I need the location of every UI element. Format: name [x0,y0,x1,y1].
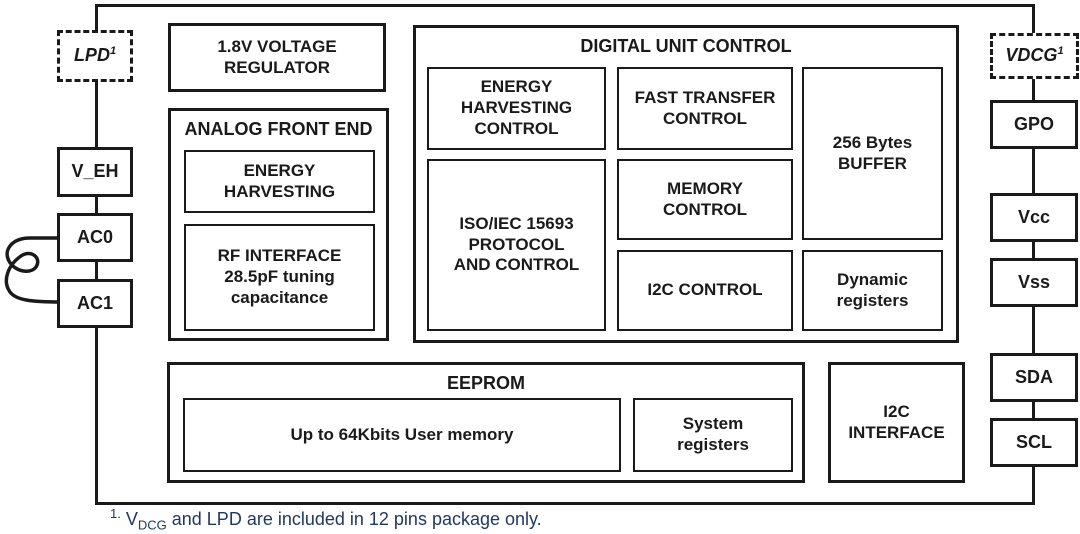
section-eeprom-title: EEPROM [446,373,525,393]
footnote-text: and LPD are included in 12 pins package … [166,509,542,529]
pin-vss-label: Vss [1017,271,1051,292]
block-dynamic-registers-label: Dynamic registers [836,269,909,310]
pin-ac0-label: AC0 [76,226,113,247]
footnote-marker: 1. [110,506,121,521]
pin-vdcg: VDCG1 [990,33,1079,79]
pin-scl-label: SCL [1016,431,1052,452]
pin-v-eh: V_EH [57,147,133,197]
pin-scl: SCL [990,418,1078,467]
block-energy-harvesting-label: ENERGY HARVESTING [223,160,336,201]
block-user-memory: Up to 64Kbits User memory [183,398,621,472]
pin-lpd: LPD1 [57,30,133,82]
pin-gpo: GPO [990,100,1078,149]
footnote-v-sub: DCG [137,517,167,533]
footnote-v-base: V [125,509,138,529]
pin-gpo-label: GPO [1013,113,1054,134]
pin-vcc-label: Vcc [1017,206,1051,227]
section-digital-unit-control-title: DIGITAL UNIT CONTROL [580,36,792,56]
block-memory-control: MEMORY CONTROL [617,159,793,240]
block-rf-interface-label: RF INTERFACE 28.5pF tuning capacitance [217,246,342,307]
block-fast-transfer-control: FAST TRANSFER CONTROL [617,67,793,150]
block-memory-control-label: MEMORY CONTROL [662,178,748,219]
pin-vss: Vss [990,258,1078,307]
block-i2c-interface-label: I2C INTERFACE [848,401,945,442]
pin-lpd-label: LPD1 [73,45,117,66]
block-i2c-control: I2C CONTROL [617,250,793,331]
pin-ac1: AC1 [57,279,133,328]
block-i2c-control-label: I2C CONTROL [647,280,763,300]
block-dynamic-registers: Dynamic registers [802,250,943,331]
pin-vdcg-label: VDCG1 [1005,45,1064,66]
block-user-memory-label: Up to 64Kbits User memory [290,424,514,444]
block-energy-harvesting-control: ENERGY HARVESTING CONTROL [427,67,606,150]
block-256-bytes-buffer: 256 Bytes BUFFER [802,67,943,240]
block-system-registers: System registers [633,398,793,472]
block-system-registers-label: System registers [677,414,749,454]
block-fast-transfer-control-label: FAST TRANSFER CONTROL [634,87,776,128]
footnote: 1. VDCG and LPD are included in 12 pins … [110,506,542,533]
block-voltage-regulator-label: 1.8V VOLTAGE REGULATOR [217,36,337,77]
pin-vcc: Vcc [990,193,1078,242]
block-voltage-regulator: 1.8V VOLTAGE REGULATOR [168,23,386,92]
pin-sda-label: SDA [1014,366,1053,387]
pin-ac0: AC0 [57,213,133,262]
block-iso-protocol-control-label: ISO/IEC 15693 PROTOCOL AND CONTROL [453,213,580,275]
pin-sda: SDA [990,353,1078,402]
block-energy-harvesting-control-label: ENERGY HARVESTING CONTROL [460,77,573,138]
block-256-bytes-buffer-label: 256 Bytes BUFFER [832,132,913,173]
block-energy-harvesting: ENERGY HARVESTING [184,150,375,213]
pin-v-eh-label: V_EH [71,161,119,182]
block-i2c-interface: I2C INTERFACE [828,362,965,483]
block-rf-interface: RF INTERFACE 28.5pF tuning capacitance [184,224,375,331]
block-iso-protocol-control: ISO/IEC 15693 PROTOCOL AND CONTROL [427,159,606,331]
section-analog-front-end-title: ANALOG FRONT END [184,119,373,139]
antenna-coil-icon [4,236,62,304]
pin-ac1-label: AC1 [76,292,113,313]
